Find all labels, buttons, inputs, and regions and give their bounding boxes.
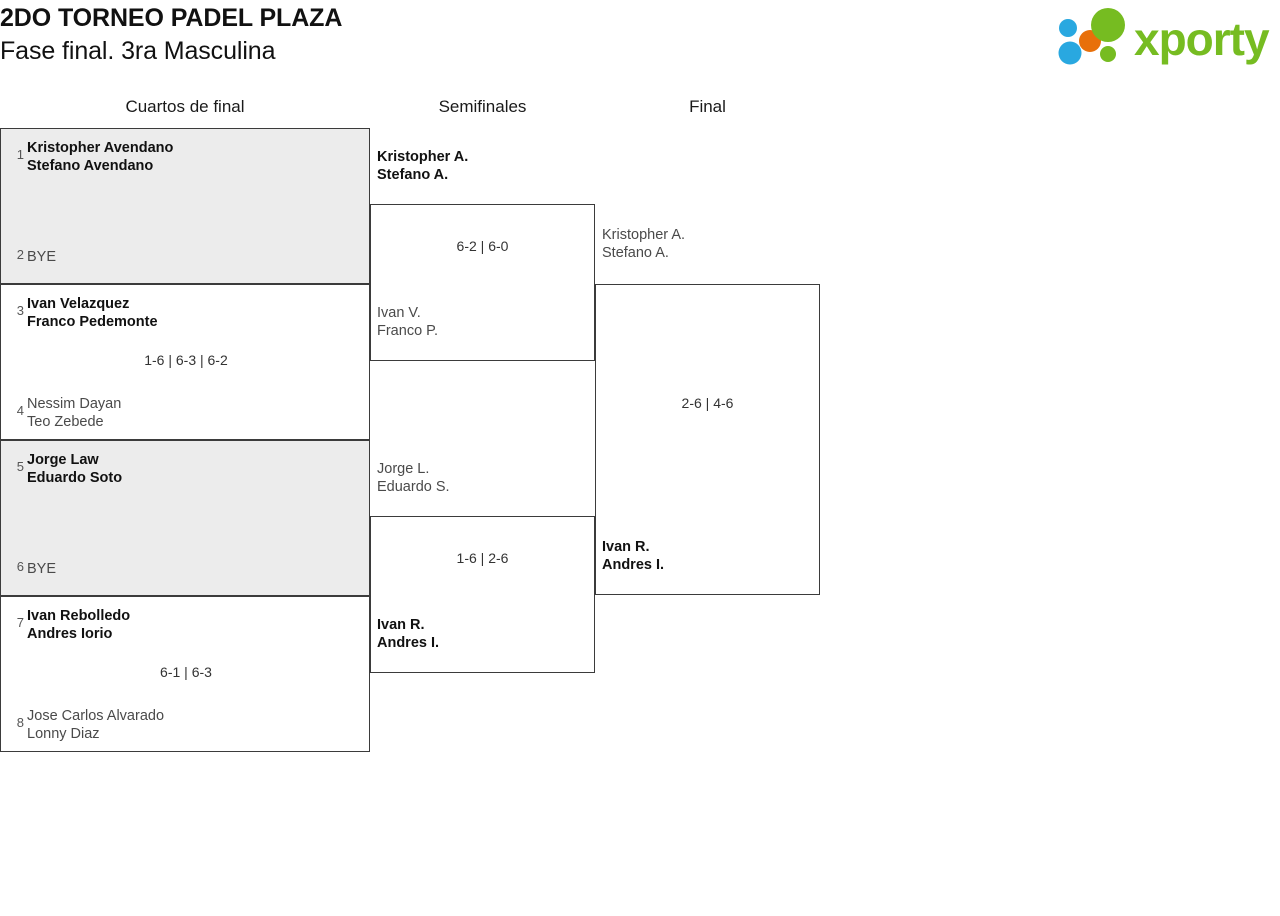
player-name: Kristopher A.: [602, 227, 686, 243]
seed-number: 4: [16, 403, 24, 418]
player-name: Jose Carlos Alvarado: [27, 708, 165, 724]
seed-number: 5: [16, 459, 24, 474]
player-name: Stefano A.: [377, 167, 449, 183]
final-team-bottom: Ivan R. Andres I.: [602, 538, 664, 574]
seed-number: 7: [16, 615, 24, 630]
match-score: 2-6 | 4-6: [681, 395, 734, 411]
team-bottom: Jose Carlos Alvarado Lonny Diaz: [27, 707, 361, 743]
player-name: Lonny Diaz: [27, 726, 100, 742]
match-score: 1-6 | 2-6: [456, 550, 509, 566]
match-final[interactable]: 2-6 | 4-6: [595, 284, 820, 595]
seed-number: 1: [16, 147, 24, 162]
player-name: Kristopher Avendano: [27, 140, 174, 156]
team-top: Ivan Rebolledo Andres Iorio: [27, 607, 361, 643]
svg-text:xporty: xporty: [1134, 13, 1270, 65]
match-quarterfinal-3[interactable]: 5 Jorge Law Eduardo Soto 6 BYE: [0, 440, 370, 596]
player-name: Kristopher A.: [377, 149, 469, 165]
seed-number: 6: [16, 559, 24, 574]
player-name: Ivan V.: [377, 305, 421, 321]
round-header-final: Final: [689, 97, 726, 116]
player-name: Ivan R.: [377, 617, 425, 633]
player-name: Ivan Rebolledo: [27, 608, 131, 624]
player-name: Franco Pedemonte: [27, 314, 158, 330]
team-bottom-bye: BYE: [27, 561, 57, 577]
seed-number: 8: [16, 715, 24, 730]
semifinal-1-team-top: Kristopher A. Stefano A.: [377, 148, 468, 184]
round-header-quarterfinals: Cuartos de final: [125, 97, 245, 116]
player-name: Jorge L.: [377, 461, 430, 477]
final-team-top: Kristopher A. Stefano A.: [602, 226, 685, 262]
player-name: Stefano A.: [602, 245, 669, 261]
match-score: 6-1 | 6-3: [160, 664, 212, 680]
tournament-name: 2DO TORNEO PADEL PLAZA: [0, 4, 343, 32]
xporty-logo[interactable]: xporty: [1050, 6, 1275, 66]
match-semifinal-2[interactable]: 1-6 | 2-6: [370, 516, 595, 673]
match-score: 1-6 | 6-3 | 6-2: [144, 352, 228, 368]
player-name: Andres Iorio: [27, 626, 113, 642]
match-semifinal-1[interactable]: 6-2 | 6-0: [370, 204, 595, 361]
seed-number: 2: [16, 247, 24, 262]
semifinal-2-team-top: Jorge L. Eduardo S.: [377, 460, 450, 496]
player-name: Nessim Dayan: [27, 396, 122, 412]
semifinal-1-team-bottom: Ivan V. Franco P.: [377, 304, 438, 340]
player-name: Andres I.: [377, 635, 440, 651]
match-score: 6-2 | 6-0: [456, 238, 509, 254]
tournament-title-block: 2DO TORNEO PADEL PLAZA Fase final. 3ra M…: [0, 2, 342, 68]
match-quarterfinal-1[interactable]: 1 Kristopher Avendano Stefano Avendano 2…: [0, 128, 370, 284]
player-name: Eduardo S.: [377, 479, 450, 495]
team-bottom-bye: BYE: [27, 249, 57, 265]
match-quarterfinal-4[interactable]: 7 Ivan Rebolledo Andres Iorio 8 Jose Car…: [0, 596, 370, 752]
match-quarterfinal-2[interactable]: 3 Ivan Velazquez Franco Pedemonte 4 Ness…: [0, 284, 370, 440]
seed-number: 3: [16, 303, 24, 318]
player-name: Stefano Avendano: [27, 158, 154, 174]
team-top: Ivan Velazquez Franco Pedemonte: [27, 295, 361, 331]
team-top: Kristopher Avendano Stefano Avendano: [27, 139, 361, 175]
page-header: 2DO TORNEO PADEL PLAZA Fase final. 3ra M…: [0, 0, 1280, 72]
round-header-semifinals: Semifinales: [438, 97, 527, 116]
player-name: Teo Zebede: [27, 414, 104, 430]
player-name: Andres I.: [602, 557, 665, 573]
player-name: Franco P.: [377, 323, 438, 339]
player-name: Ivan R.: [602, 539, 650, 555]
team-bottom: Nessim Dayan Teo Zebede: [27, 395, 361, 431]
player-name: Ivan Velazquez: [27, 296, 130, 312]
player-name: Jorge Law: [27, 452, 99, 468]
team-top: Jorge Law Eduardo Soto: [27, 451, 361, 487]
semifinal-2-team-bottom: Ivan R. Andres I.: [377, 616, 439, 652]
tournament-phase: Fase final. 3ra Masculina: [0, 37, 276, 65]
player-name: Eduardo Soto: [27, 470, 123, 486]
